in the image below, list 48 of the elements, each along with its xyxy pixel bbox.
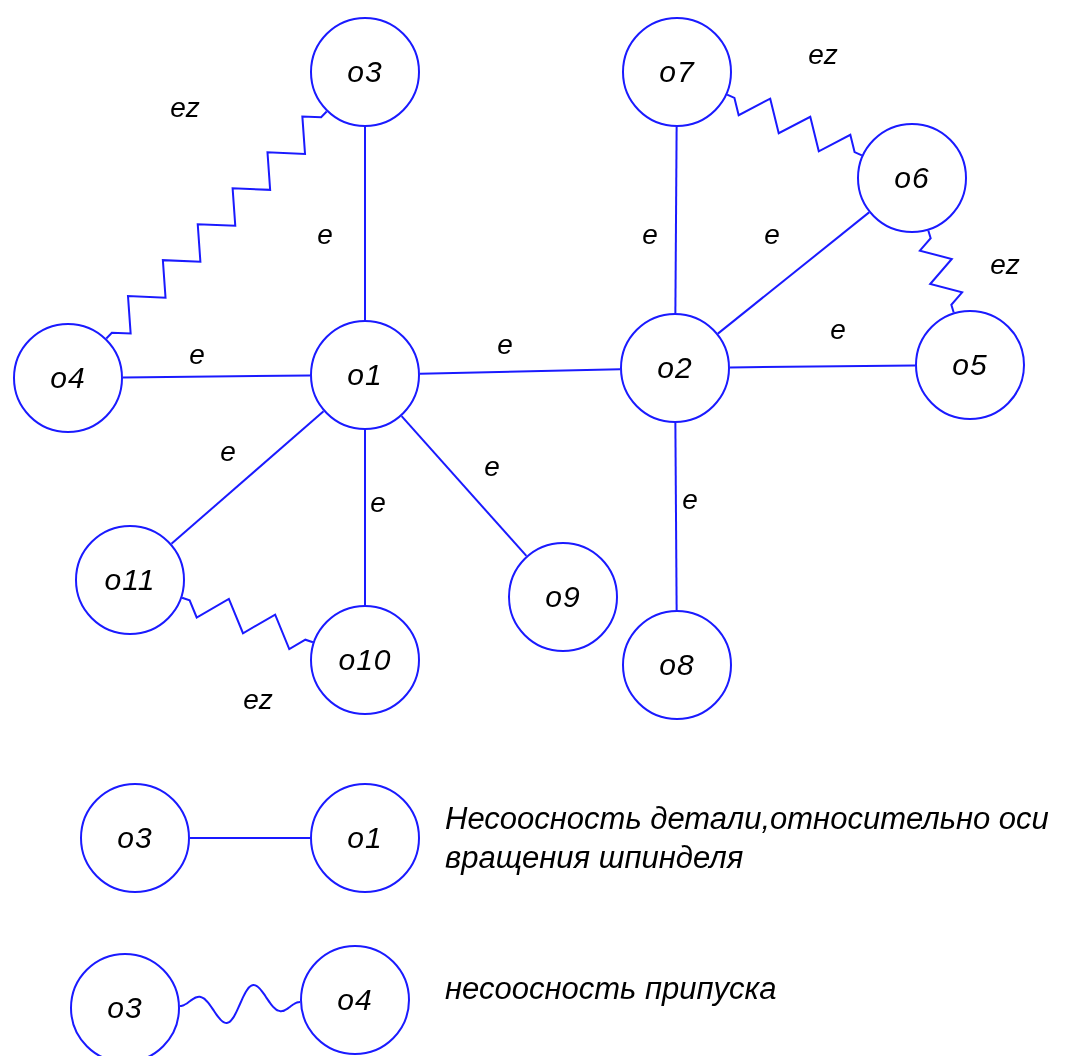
connector-line [189,837,311,839]
node-label: o9 [545,580,581,614]
circle-node [622,17,732,127]
node-label: o11 [104,563,156,597]
zigzag-connector [178,984,302,1024]
node-label: o10 [338,643,392,677]
zigzag-connector [105,110,328,340]
node-label: o7 [659,55,695,89]
node-label: o3 [117,821,153,855]
circle-node [75,525,185,635]
circle-node [622,610,732,720]
node-label: o2 [657,351,693,385]
node-label: o3 [107,991,143,1025]
circle-node [80,783,190,893]
connector-line [729,364,916,369]
connector-line [400,415,528,557]
node-label: o4 [50,361,86,395]
node-label: o1 [347,358,383,392]
node-label: o6 [894,161,930,195]
node-label: o5 [952,348,988,382]
circle-node [508,542,618,652]
node-label: o4 [337,983,373,1017]
note-text: несоосность припуска [445,970,778,1008]
connector-line [674,422,678,611]
circle-node [310,17,420,127]
node-label: o3 [347,55,383,89]
note-text: Несоосность детали,относительно оси вращения шпинделя [445,800,1050,877]
connector-line [716,211,871,335]
connector-line [364,429,366,606]
circle-node [310,783,420,893]
node-label: o8 [659,648,695,682]
connector-line [419,368,621,375]
zigzag-connector [181,596,314,651]
circle-node [310,320,420,430]
circle-node [915,310,1025,420]
node-label: o1 [347,821,383,855]
circle-node [310,605,420,715]
connector-line [170,410,325,545]
circle-node [13,323,123,433]
zigzag-connector [918,229,964,314]
circle-node [70,953,180,1056]
connector-line [674,126,678,314]
connector-line [122,374,311,379]
circle-node [857,123,967,233]
circle-node [300,945,410,1055]
zigzag-connector [726,93,863,157]
connector-line [364,126,366,321]
circle-node [620,313,730,423]
